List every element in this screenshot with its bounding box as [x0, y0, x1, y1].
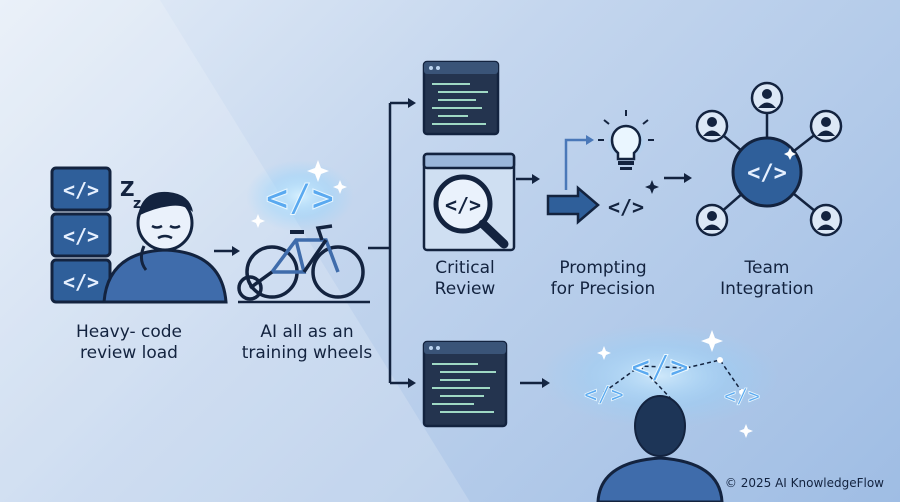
code-window-bottom [422, 340, 508, 428]
label-line: Integration [720, 279, 814, 299]
svg-text:</>: </> [724, 384, 760, 408]
svg-text:</>: </> [266, 176, 335, 220]
critical-review-icon: </> [422, 152, 516, 252]
label-heavy-review: Heavy- code review load [40, 322, 218, 364]
label-team: Team Integration [702, 258, 832, 300]
arrow-1 [214, 246, 240, 256]
label-critical-review: Critical Review [410, 258, 520, 300]
svg-text:</>: </> [63, 178, 99, 202]
team-member-icon [809, 109, 843, 143]
svg-text:Z: Z [120, 177, 135, 201]
label-line: Heavy- code [75, 322, 183, 342]
team-member-icon [695, 203, 729, 237]
server-stack-icon: </> </> </> [50, 166, 112, 304]
glowing-code-icon: </> [246, 160, 354, 232]
label-line: AI all as an [260, 322, 354, 342]
label-line: Team [744, 258, 790, 278]
label-line: Critical [435, 258, 495, 278]
sleep-icon: Z z [120, 177, 141, 212]
copyright-text: © 2025 AI KnowledgeFlow [724, 476, 884, 490]
label-line: Prompting [559, 258, 647, 278]
lightbulb-icon [598, 110, 654, 170]
label-line: review load [80, 343, 178, 363]
team-member-icon [695, 109, 729, 143]
arrow-3 [664, 173, 692, 183]
svg-text:</>: </> [608, 195, 644, 219]
svg-text:</>: </> [445, 193, 481, 217]
tired-developer-icon [102, 191, 228, 304]
team-member-icon [809, 203, 843, 237]
thinking-person-icon [596, 395, 724, 502]
svg-text:</>: </> [631, 348, 689, 386]
label-training-wheels: AI all as an training wheels [222, 322, 392, 364]
svg-text:</>: </> [747, 161, 787, 186]
arrow-2 [516, 174, 540, 184]
label-prompting: Prompting for Precision [538, 258, 668, 300]
bicycle-icon [237, 224, 370, 304]
svg-text:</>: </> [584, 383, 624, 408]
label-line: training wheels [241, 343, 373, 363]
svg-text:</>: </> [63, 224, 99, 248]
prompting-icon: </> [546, 135, 659, 225]
team-network-icon: </> [711, 98, 827, 221]
label-line: Review [434, 279, 496, 299]
code-window-top [422, 60, 500, 136]
svg-text:z: z [133, 196, 141, 212]
team-member-icon [750, 81, 784, 115]
code-constellation-icon: </> </> </> [540, 324, 780, 438]
svg-text:</>: </> [63, 270, 99, 294]
label-line: for Precision [550, 279, 656, 299]
